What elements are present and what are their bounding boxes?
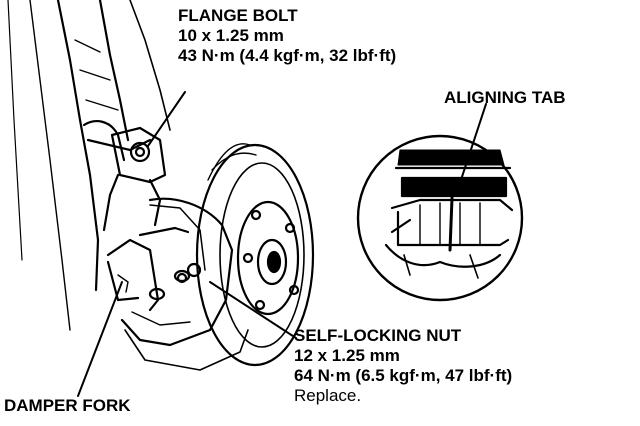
detail-inset bbox=[356, 134, 524, 302]
self-locking-nut-title: SELF-LOCKING NUT bbox=[294, 326, 462, 345]
strut-body bbox=[7, 0, 171, 331]
self-locking-nut-note: Replace. bbox=[294, 386, 362, 406]
aligning-tab-title: ALIGNING TAB bbox=[444, 88, 566, 107]
brake-rotor bbox=[195, 143, 315, 367]
flange-bolt-title: FLANGE BOLT bbox=[178, 6, 298, 25]
flange-bolt-torque: 43 N·m (4.4 kgf·m, 32 lbf·ft) bbox=[178, 46, 397, 66]
damper-fork-callout: DAMPER FORK bbox=[4, 396, 131, 416]
flange-bracket bbox=[102, 126, 167, 232]
self-locking-nut-torque: 64 N·m (6.5 kgf·m, 47 lbf·ft) bbox=[294, 366, 513, 386]
flange-bolt-callout: FLANGE BOLT 10 x 1.25 mm 43 N·m (4.4 kgf… bbox=[178, 6, 396, 66]
self-locking-nut-size: 12 x 1.25 mm bbox=[294, 346, 400, 366]
aligning-tab-callout: ALIGNING TAB bbox=[444, 88, 566, 108]
self-locking-nut-callout: SELF-LOCKING NUT 12 x 1.25 mm 64 N·m (6.… bbox=[294, 326, 512, 406]
damper-fork-title: DAMPER FORK bbox=[4, 396, 131, 415]
flange-bolt-size: 10 x 1.25 mm bbox=[178, 26, 284, 46]
knuckle-caliper bbox=[120, 197, 249, 371]
damper-fork bbox=[106, 226, 191, 312]
